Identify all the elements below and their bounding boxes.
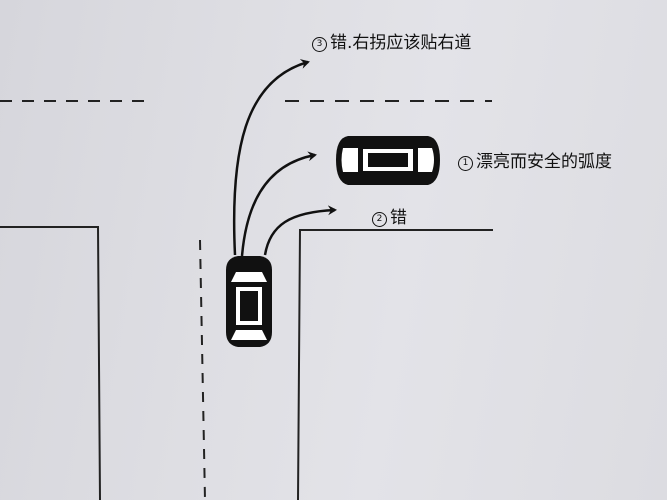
road-edge-right bbox=[297, 229, 493, 500]
car-target bbox=[336, 136, 440, 185]
annotation-text-3: 错.右拐应该贴右道 bbox=[330, 33, 472, 53]
annotation-text-2: 错 bbox=[390, 208, 407, 228]
circled-number-3: 3 bbox=[312, 37, 327, 52]
circled-number-2: 2 bbox=[372, 212, 387, 227]
road-edge-left bbox=[0, 226, 101, 500]
arrow-path-2-tight-turn bbox=[263, 205, 337, 256]
annotation-text-1: 漂亮而安全的弧度 bbox=[476, 152, 612, 172]
arrow-path-3-wide-turn bbox=[232, 59, 310, 256]
car-turning bbox=[226, 256, 272, 347]
arrow-path-1-correct-turn bbox=[240, 151, 317, 257]
circled-number-1: 1 bbox=[458, 156, 473, 171]
dashed-center-line bbox=[199, 239, 206, 500]
